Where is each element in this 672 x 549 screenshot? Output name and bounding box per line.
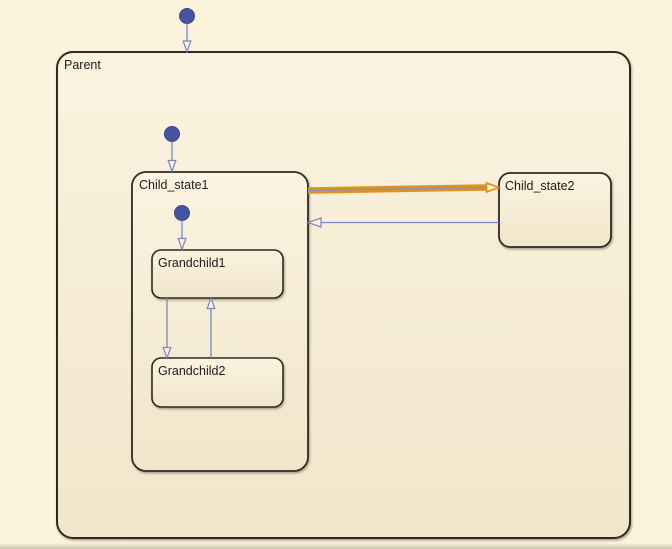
transition-child_state1-to-child_state2-highlighted — [307, 181, 502, 194]
state-grandchild2-label: Grandchild2 — [158, 364, 225, 378]
arrowhead-up-icon[interactable] — [206, 296, 216, 310]
default-transition-dot-icon[interactable] — [179, 8, 195, 24]
arrowhead-down-icon[interactable] — [167, 159, 177, 174]
transition-grandchild1-to-grandchild2 — [162, 298, 172, 360]
canvas-bottom-edge-shade — [0, 543, 672, 549]
default-transition-to-parent — [179, 8, 195, 54]
state-grandchild1-group: Grandchild1 — [151, 249, 284, 299]
arrowhead-right-icon[interactable] — [485, 181, 502, 194]
state-child_state1[interactable] — [131, 171, 309, 472]
default-transition-dot-icon[interactable] — [174, 205, 190, 221]
state-grandchild2[interactable] — [151, 357, 284, 408]
arrowhead-down-icon[interactable] — [162, 346, 172, 360]
default-transition-dot-icon[interactable] — [164, 126, 180, 142]
transition-child_state2-to-child_state1 — [306, 217, 499, 228]
default-transition-to-child_state1 — [164, 126, 180, 174]
arrowhead-left-icon[interactable] — [306, 217, 322, 228]
state-child_state2-label: Child_state2 — [505, 179, 575, 193]
state-grandchild1[interactable] — [151, 249, 284, 299]
state-parent-label: Parent — [64, 58, 101, 72]
arrowhead-down-icon[interactable] — [177, 237, 187, 252]
arrowhead-down-icon[interactable] — [182, 40, 192, 54]
state-grandchild1-label: Grandchild1 — [158, 256, 225, 270]
state-child_state2[interactable] — [498, 172, 612, 248]
transition-grandchild2-to-grandchild1 — [206, 296, 216, 358]
state-child_state1-label: Child_state1 — [139, 178, 209, 192]
transition-line[interactable] — [307, 186, 488, 192]
default-transition-to-grandchild1 — [174, 205, 190, 252]
state-child_state1-group: Child_state1 — [131, 171, 309, 472]
state-grandchild2-group: Grandchild2 — [151, 357, 284, 408]
state-child_state2-group: Child_state2 — [498, 172, 612, 248]
